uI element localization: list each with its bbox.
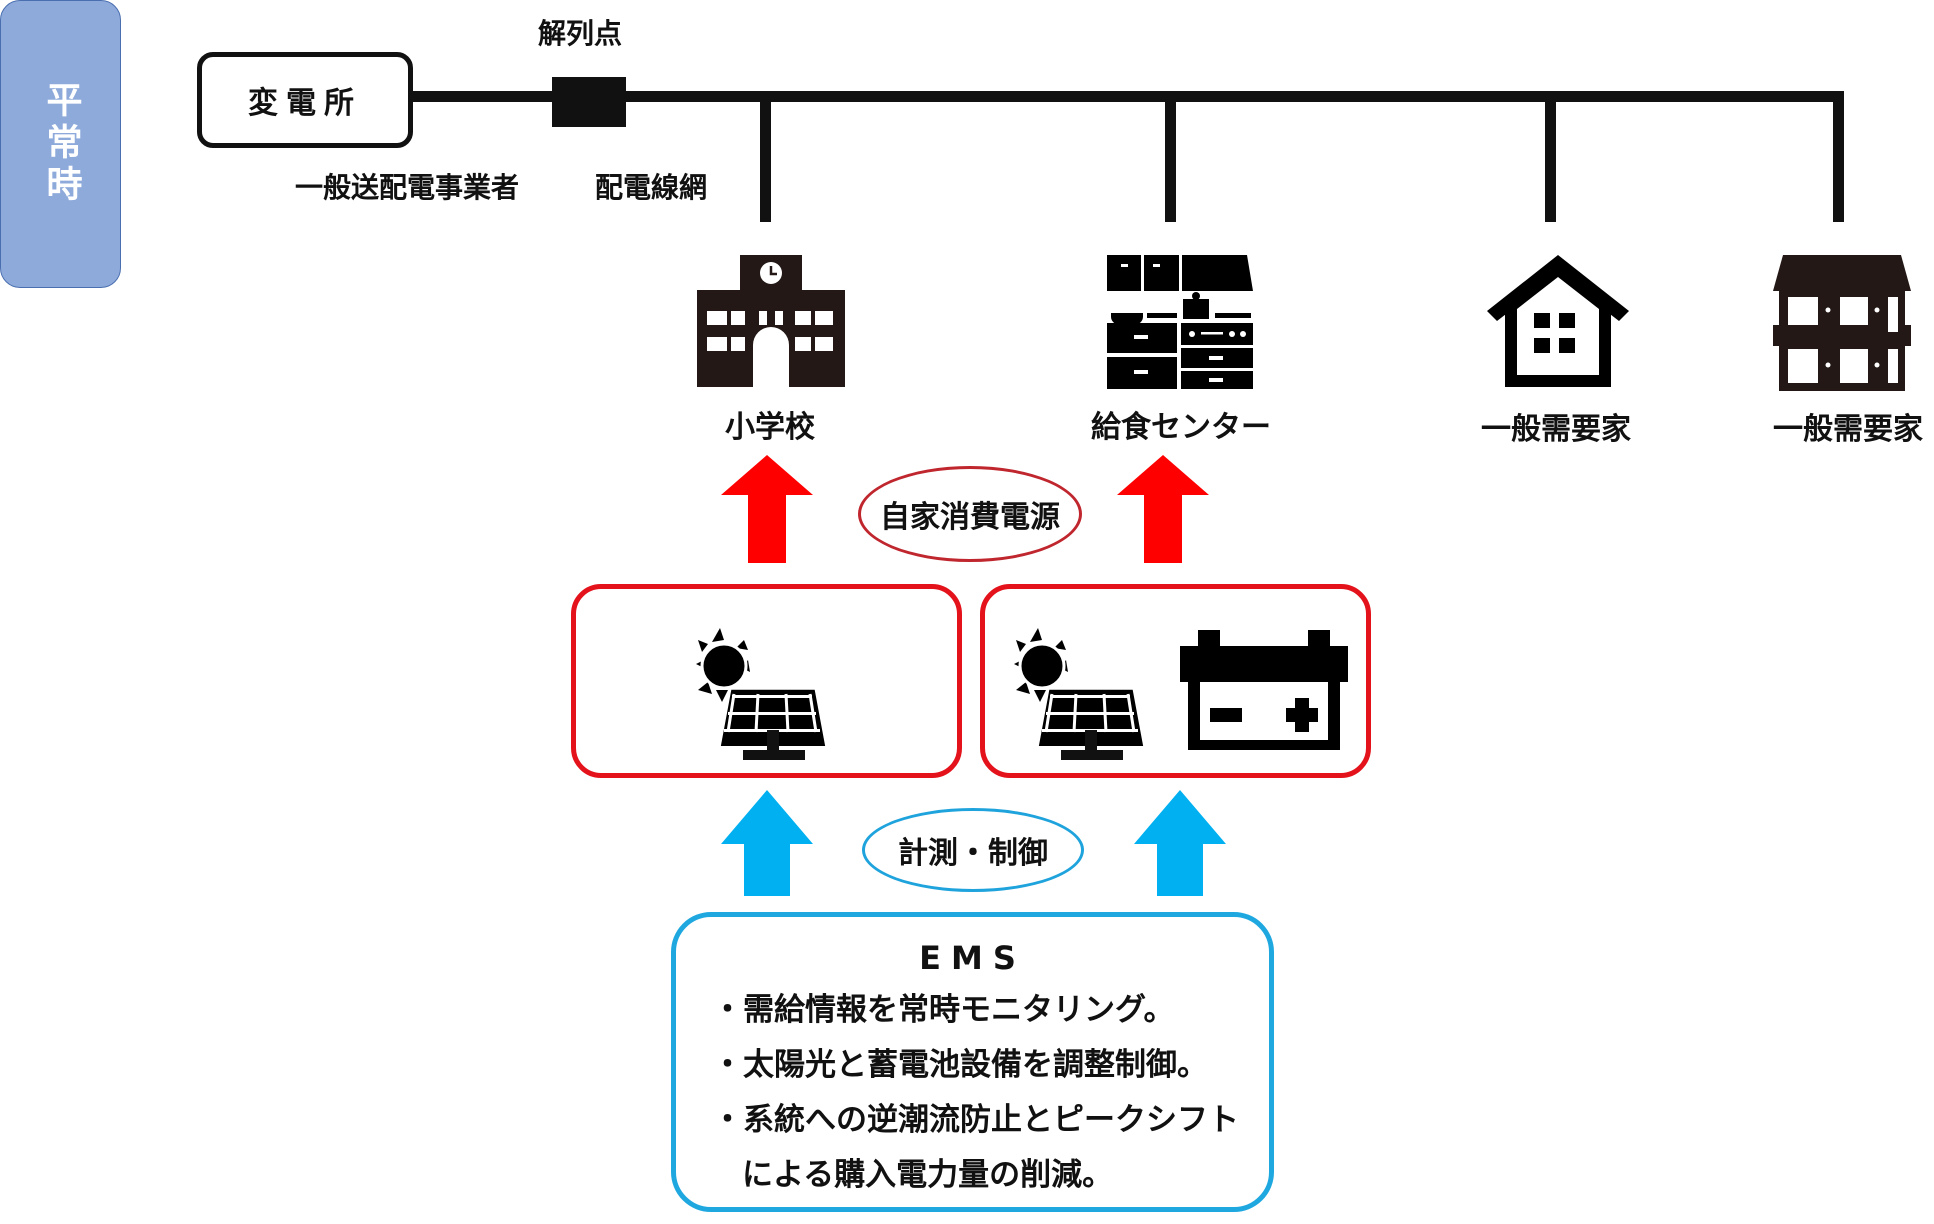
- drop-line-school: [760, 96, 771, 222]
- substation-box: 変電所: [197, 52, 413, 148]
- solar-stand-base: [743, 750, 805, 760]
- facility-label-house: 一般需要家: [1481, 412, 1631, 447]
- battery-icon: [1180, 630, 1348, 750]
- facility-label-apartment: 一般需要家: [1773, 412, 1923, 447]
- self-consumption-oval: 自家消費電源: [858, 466, 1082, 562]
- operator-label: 一般送配電事業者: [295, 171, 520, 204]
- supply-arrow-kitchen: [1117, 455, 1209, 563]
- ems-line-3: ・系統への逆潮流防止とピークシフト: [712, 1102, 1239, 1138]
- mode-tab-normal: 平常時: [0, 0, 121, 288]
- ems-line-2: ・太陽光と蓄電池設備を調整制御。: [712, 1047, 1208, 1083]
- self-consumption-label: 自家消費電源: [880, 500, 1060, 535]
- drop-line-apartment: [1833, 96, 1844, 222]
- disconnector-switch: [552, 77, 626, 127]
- drop-line-kitchen: [1165, 96, 1176, 222]
- network-label: 配電線網: [595, 171, 708, 204]
- control-arrow-school: [721, 790, 813, 896]
- solar-stand-pole: [767, 730, 779, 752]
- ems-line-4: による購入電力量の削減。: [742, 1157, 1114, 1193]
- measurement-control-label: 計測・制御: [898, 836, 1048, 871]
- ems-title: EMS: [919, 939, 1026, 977]
- house-icon: [1485, 255, 1631, 387]
- mode-tab-label: 平常時: [40, 81, 82, 207]
- supply-box-school: [571, 584, 962, 778]
- substation-label: 変電所: [248, 86, 362, 121]
- distribution-main-line: [413, 91, 1844, 102]
- measurement-control-oval: 計測・制御: [862, 808, 1084, 892]
- solar-panel-icon: [688, 628, 834, 746]
- disconnect-point-label: 解列点: [538, 17, 623, 50]
- facility-label-kitchen: 給食センター: [1091, 410, 1271, 445]
- apartment-icon: [1773, 255, 1911, 391]
- solar-stand-pole-2: [1085, 730, 1097, 752]
- supply-arrow-school: [721, 455, 813, 563]
- facility-label-school: 小学校: [725, 410, 815, 445]
- control-arrow-kitchen: [1134, 790, 1226, 896]
- solar-panel-icon-2: [1006, 628, 1152, 746]
- supply-box-kitchen: [980, 584, 1371, 778]
- ems-line-1: ・需給情報を常時モニタリング。: [712, 992, 1175, 1028]
- ems-box: EMS ・需給情報を常時モニタリング。 ・太陽光と蓄電池設備を調整制御。 ・系統…: [671, 912, 1274, 1212]
- solar-stand-base-2: [1061, 750, 1123, 760]
- drop-line-house: [1545, 96, 1556, 222]
- kitchen-icon: [1107, 255, 1253, 389]
- school-icon: [697, 255, 845, 387]
